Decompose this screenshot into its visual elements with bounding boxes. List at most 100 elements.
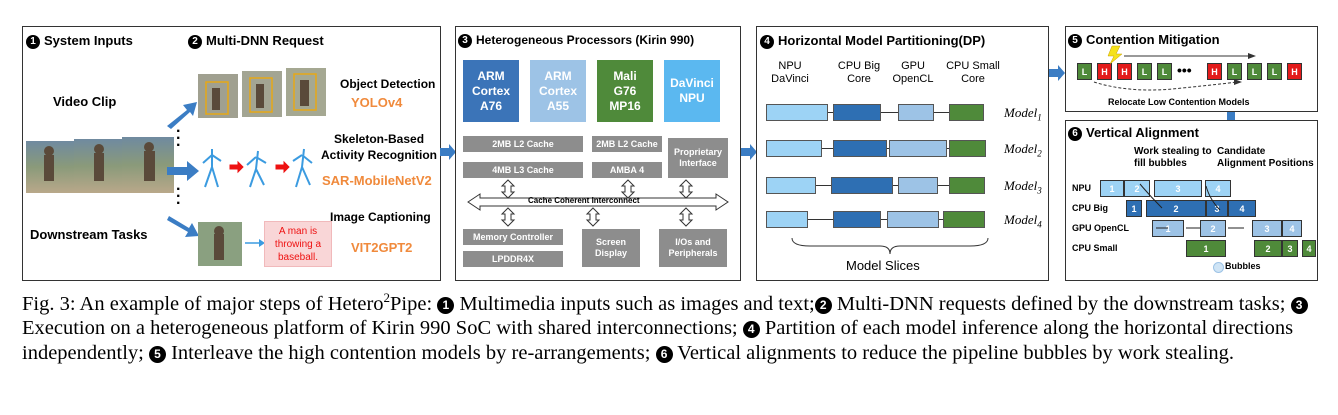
model-1-slice-4	[949, 104, 984, 121]
row-label-cpu-small: CPU Small	[1072, 243, 1118, 253]
model-2-slice-3	[889, 140, 947, 157]
slice-connector	[893, 185, 898, 186]
va-npu-3: 3	[1154, 180, 1202, 197]
contention-slot-3: H	[1117, 63, 1132, 80]
row-label-gpu-opencl: GPU OpenCL	[1072, 223, 1130, 233]
yolov4-model-label: YOLOv4	[351, 95, 403, 110]
skeleton-label-line2: Activity Recognition	[321, 148, 438, 162]
input-arrows	[167, 102, 199, 237]
captioning-photo	[198, 222, 242, 266]
contention-slot-9: L	[1247, 63, 1262, 80]
va-npu-2: 2	[1124, 180, 1150, 197]
va-cpubig-4: 4	[1228, 200, 1256, 217]
va-cpubig-2: 2	[1146, 200, 1206, 217]
row-label-cpu-big: CPU Big	[1072, 203, 1108, 213]
model-4-slice-1	[766, 211, 808, 228]
sar-mobilenet-model-label: SAR-MobileNetV2	[322, 173, 432, 188]
va-cpusmall-1: 1	[1186, 240, 1226, 257]
caption-arrow	[245, 239, 265, 247]
slice-connector	[947, 148, 949, 149]
lpddr4x: LPDDR4X	[463, 251, 563, 267]
contention-slot-4: L	[1137, 63, 1152, 80]
model-3-slice-2	[831, 177, 893, 194]
bubble-icon	[1213, 262, 1224, 273]
contention-slot-7: H	[1207, 63, 1222, 80]
bubbles-label: Bubbles	[1225, 261, 1261, 271]
video-clip-label: Video Clip	[53, 94, 117, 109]
slice-connector	[828, 112, 833, 113]
slice-connector	[934, 112, 949, 113]
slice-connector	[816, 185, 831, 186]
contention-slot-10: L	[1267, 63, 1282, 80]
model-1-slice-2	[833, 104, 881, 121]
va-cpubig-3: 3	[1206, 200, 1228, 217]
slice-connector	[881, 219, 887, 220]
video-clip-frames	[26, 137, 174, 193]
object-detection-frames	[198, 68, 326, 118]
model-3-slice-3	[898, 177, 938, 194]
contention-slot-1: L	[1077, 63, 1092, 80]
slice-connector	[808, 219, 833, 220]
slice-connector	[822, 148, 833, 149]
relocate-label: Relocate Low Contention Models	[1108, 97, 1250, 107]
slice-connector	[939, 219, 943, 220]
row-label-npu: NPU	[1072, 183, 1092, 193]
caption-output-box: A man is throwing a baseball.	[264, 221, 332, 267]
l2-cache-b: 2MB L2 Cache	[592, 136, 662, 152]
skeleton-label-line1: Skeleton-Based	[334, 132, 425, 146]
vit2gpt2-model-label: VIT2GPT2	[351, 240, 413, 255]
model-1-slice-1	[766, 104, 828, 121]
slice-connector	[887, 148, 889, 149]
downstream-tasks-label: Downstream Tasks	[30, 227, 148, 242]
figure-caption: Fig. 3: An example of major steps of Het…	[22, 286, 1332, 365]
model-2-slice-1	[766, 140, 822, 157]
model-2-slice-2	[833, 140, 887, 157]
amba-4: AMBA 4	[592, 162, 662, 178]
memory-controller: Memory Controller	[463, 229, 563, 245]
model-4-slice-4	[943, 211, 985, 228]
va-npu-4: 4	[1205, 180, 1231, 197]
caption-num-1: 1	[437, 296, 455, 314]
model-3-label: Model3	[1004, 178, 1042, 196]
l2-cache-a: 2MB L2 Cache	[463, 136, 583, 152]
slice-connector	[881, 112, 898, 113]
model-slices-label: Model Slices	[846, 258, 920, 273]
va-cpusmall-4: 4	[1302, 240, 1316, 257]
va-gpu-3: 3	[1252, 220, 1282, 237]
model-3-slice-4	[949, 177, 985, 194]
model-3-slice-1	[766, 177, 816, 194]
va-cpubig-1: 1	[1126, 200, 1142, 217]
contention-slot-11: H	[1287, 63, 1302, 80]
arrow-to-processors	[440, 144, 456, 160]
model-4-slice-3	[887, 211, 939, 228]
model-4-slice-2	[833, 211, 881, 228]
caption-num-3: 3	[1290, 296, 1308, 314]
ellipsis-dots-upper: ···	[176, 123, 182, 154]
interconnect-arrows	[467, 179, 729, 227]
caption-num-4: 4	[742, 321, 760, 339]
contention-slot-2: H	[1097, 63, 1112, 80]
model-slices-brace	[791, 237, 989, 255]
va-cpusmall-3: 3	[1282, 240, 1298, 257]
model-4-label: Model4	[1004, 212, 1042, 230]
skeleton-figures	[202, 148, 313, 188]
va-gpu-4: 4	[1282, 220, 1302, 237]
va-npu-1: 1	[1100, 180, 1124, 197]
